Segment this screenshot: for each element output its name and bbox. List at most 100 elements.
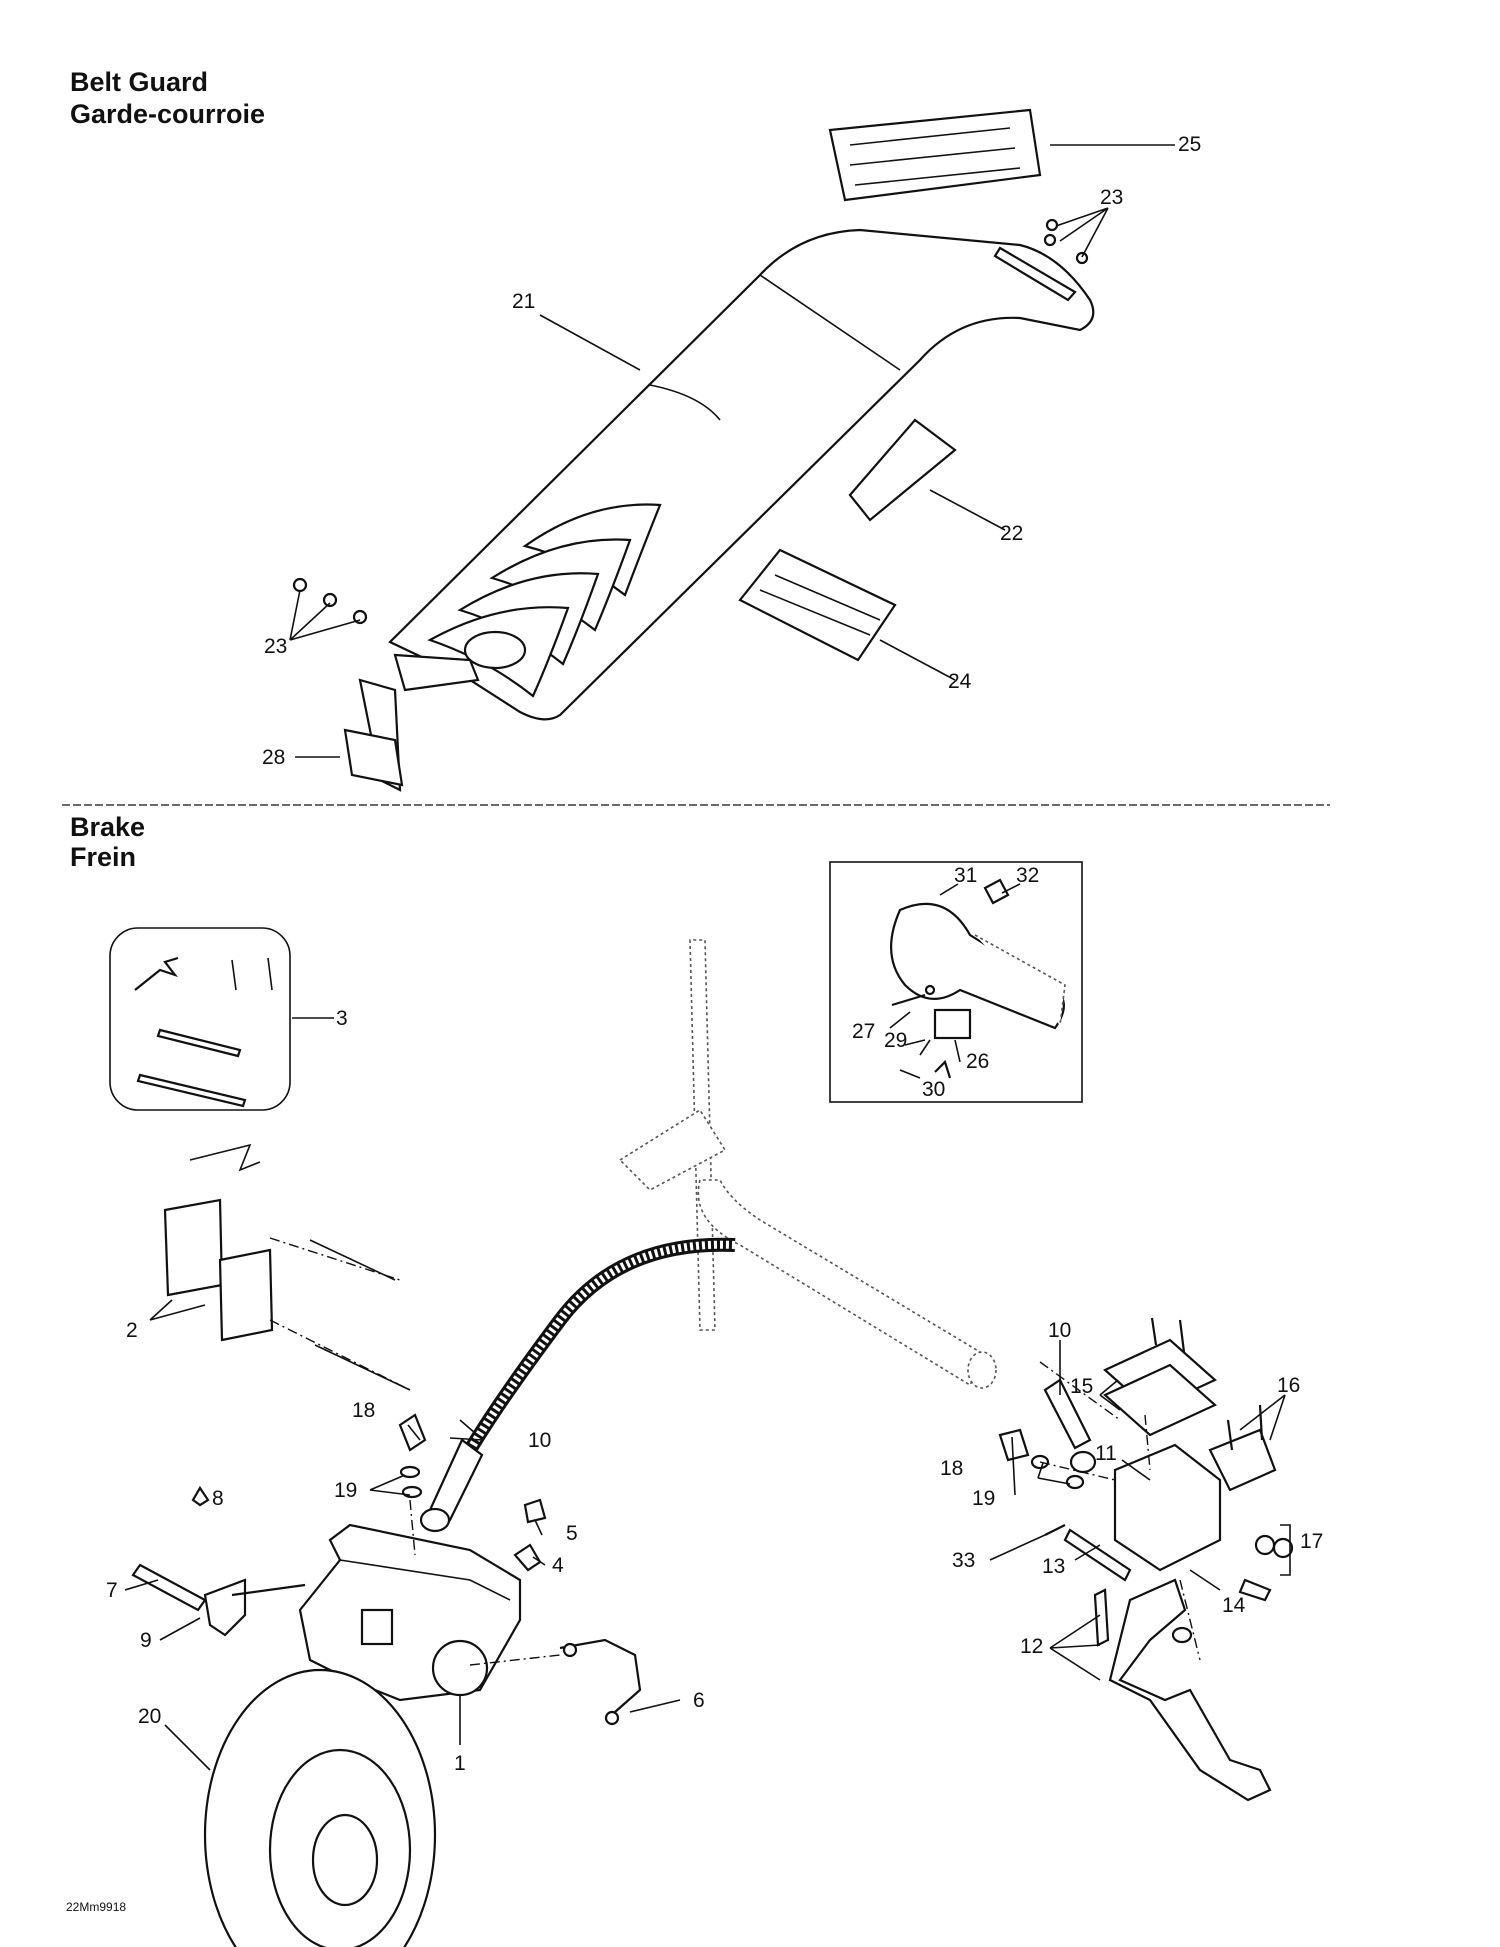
callout-8: 8: [212, 1487, 224, 1510]
grip-housing-30: [890, 902, 1065, 1030]
callout-7: 7: [106, 1579, 118, 1602]
callout-14: 14: [1222, 1594, 1246, 1617]
washer-19a: [399, 1465, 421, 1479]
callout-5: 5: [566, 1522, 578, 1545]
belt-guard-title-fr: Garde-courroie: [70, 99, 266, 129]
nut-icon: [1075, 251, 1089, 265]
cap-5: [523, 1498, 547, 1524]
brake-callouts: 3 2 18 10 19 8 5 4 7 9 6 20 1 10 15 16 1…: [106, 864, 1323, 1775]
brake-title-fr: Frein: [70, 842, 137, 872]
spring-clip: [134, 956, 179, 991]
banjo-fitting: [419, 1507, 451, 1533]
brake-pad-2: [218, 1248, 274, 1342]
brake-title-en: Brake: [70, 812, 146, 842]
throttle-inset: [890, 878, 1066, 1079]
nut-icon: [292, 577, 308, 593]
callout-29: 29: [884, 1029, 907, 1052]
pin-rod-1: [156, 1028, 242, 1058]
vent-center: [463, 630, 527, 670]
nut-14: [1171, 1626, 1193, 1644]
diaphragm: [1103, 1363, 1217, 1437]
callout-31: 32: [1016, 864, 1039, 887]
brake-pad-1: [163, 1198, 224, 1297]
callout-12: 12: [1020, 1635, 1043, 1658]
callout-23-left: 23: [264, 635, 287, 658]
callout-22: 22: [1000, 522, 1023, 545]
callout-10-hose: 10: [528, 1429, 551, 1452]
callout-19: 19: [334, 1479, 357, 1502]
washer-19d: [1065, 1474, 1085, 1490]
washer-29: [924, 984, 936, 996]
caliper-piston: [431, 1639, 489, 1697]
brake-line-6: [559, 1638, 642, 1713]
nut-icon: [352, 609, 368, 625]
fitting-4: [513, 1543, 542, 1572]
callout-6: 6: [693, 1689, 705, 1712]
callout-19-master: 19: [972, 1487, 995, 1510]
callout-13: 13: [1042, 1555, 1065, 1578]
switch-wire-33: [1044, 1524, 1066, 1536]
pivot-bolt-12: [1093, 1588, 1110, 1647]
pin-kit-box: [109, 927, 291, 1111]
decal-25: [828, 108, 1042, 202]
brake-hose: [463, 1237, 736, 1454]
callout-20: 20: [138, 1705, 161, 1728]
ring-17a: [1254, 1534, 1276, 1556]
master-cylinder-assembly: [998, 1317, 1294, 1802]
callout-25: 25: [1178, 133, 1201, 156]
lock-plate-9: [203, 1578, 247, 1637]
callout-26: 26: [966, 1050, 989, 1073]
belt-guard-title-en: Belt Guard: [70, 67, 209, 97]
callout-27: 27: [852, 1020, 875, 1043]
callout-15: 15: [1070, 1375, 1093, 1398]
callout-9: 9: [140, 1629, 152, 1652]
callout-16: 16: [1277, 1374, 1300, 1397]
belt-guard-callouts: 25 23 21 22 24 23 28: [262, 133, 1201, 769]
callout-1: 1: [454, 1752, 466, 1775]
callout-10-master: 10: [1048, 1319, 1071, 1342]
decal-22: [848, 418, 957, 522]
nut-icon: [1043, 233, 1057, 247]
bleeder-cap-8: [191, 1485, 210, 1507]
drawing-code: 22Mm9918: [66, 1900, 127, 1914]
pivot-rod: [993, 246, 1077, 302]
banjo-bolt-18: [398, 1413, 427, 1452]
piston-13: [1063, 1528, 1132, 1582]
brake-leaders: [124, 883, 1291, 1771]
clamp: [1208, 1428, 1277, 1492]
nut-icon: [322, 592, 338, 608]
pin-rod-2: [136, 1073, 247, 1108]
callout-17: 17: [1300, 1530, 1323, 1553]
callout-18: 18: [352, 1399, 375, 1422]
callout-23-top: 23: [1100, 186, 1123, 209]
callout-11: 11: [1095, 1442, 1117, 1465]
callout-18-master: 18: [940, 1457, 963, 1480]
ring-17b: [1272, 1537, 1294, 1559]
callout-33: 33: [952, 1549, 975, 1572]
caliper-slot: [360, 1608, 394, 1646]
callout-21: 21: [512, 290, 535, 313]
callout-30: 31: [954, 864, 977, 887]
callout-4: 4: [552, 1554, 564, 1577]
plug-31: [983, 878, 1010, 905]
caliper-bolt-7: [131, 1563, 207, 1612]
callout-28: 28: [262, 746, 285, 769]
nut-icon: [1045, 218, 1059, 232]
master-cylinder-body: [1113, 1443, 1222, 1572]
brake-lever: [1108, 1578, 1272, 1802]
callout-3: 3: [336, 1007, 348, 1030]
callout-2: 2: [126, 1319, 138, 1342]
hose-end-master: [1043, 1378, 1092, 1450]
callout-24: 24: [948, 670, 972, 693]
belt-guard-leaders: [289, 144, 1175, 758]
inset-box: [829, 861, 1083, 1103]
callout-32: 30: [922, 1078, 945, 1101]
spring-32: [934, 1059, 952, 1079]
banjo-bolt-18b: [998, 1428, 1030, 1462]
switch-26: [933, 1008, 972, 1040]
screw-27: [891, 993, 926, 1007]
bracket: [393, 653, 480, 692]
handlebar-phantom: [618, 939, 997, 1389]
decal-24: [738, 548, 897, 662]
